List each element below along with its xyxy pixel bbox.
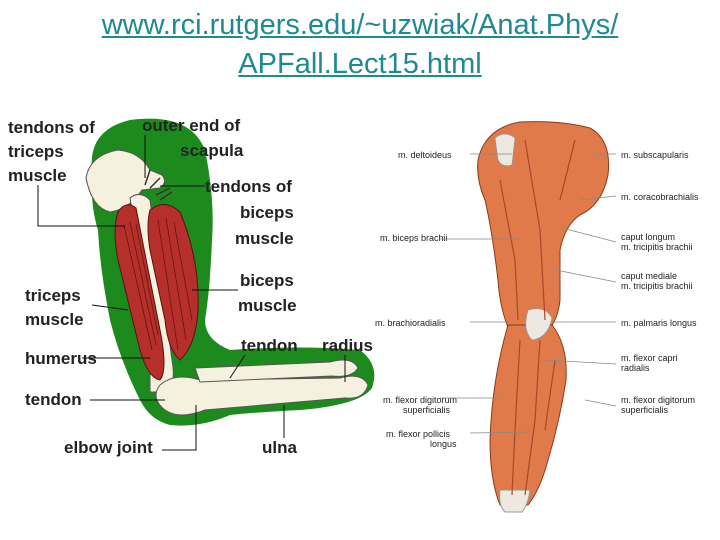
- label-ulna: ulna: [262, 438, 297, 457]
- label-tendon-mid: tendon: [241, 336, 298, 355]
- label-brachioradialis: m. brachioradialis: [375, 318, 446, 328]
- label-tendon-left: tendon: [25, 390, 82, 409]
- label-elbow-joint: elbow joint: [64, 438, 153, 457]
- label-flexor-capri: m. flexor capri radialis: [621, 353, 680, 373]
- label-flexor-pollicis: m. flexor pollicis longus: [386, 429, 457, 449]
- arm-muscle-diagram: tendons of triceps muscle outer end of s…: [8, 116, 374, 457]
- label-caput-longum: caput longum m. tricipitis brachii: [621, 232, 693, 252]
- label-tendons-triceps: tendons of triceps muscle: [8, 118, 100, 185]
- label-biceps-brachii: m. biceps brachii: [380, 233, 448, 243]
- label-triceps: triceps muscle: [25, 286, 85, 329]
- label-palmaris-longus: m. palmaris longus: [621, 318, 697, 328]
- label-radius: radius: [322, 336, 373, 355]
- label-flexor-digitorum-right: m. flexor digitorum superficialis: [621, 395, 698, 415]
- label-biceps: biceps muscle: [238, 271, 299, 315]
- label-deltoideus: m. deltoideus: [398, 150, 452, 160]
- arm-anatomy-illustration: m. deltoideus m. biceps brachii m. brach…: [375, 122, 699, 512]
- label-coracobrachialis: m. coracobrachialis: [621, 192, 699, 202]
- label-subscapularis: m. subscapularis: [621, 150, 689, 160]
- label-tendons-biceps: tendons of biceps muscle: [205, 177, 299, 248]
- forearm-muscle: [490, 325, 566, 505]
- label-caput-mediale: caput mediale m. tricipitis brachii: [621, 271, 693, 291]
